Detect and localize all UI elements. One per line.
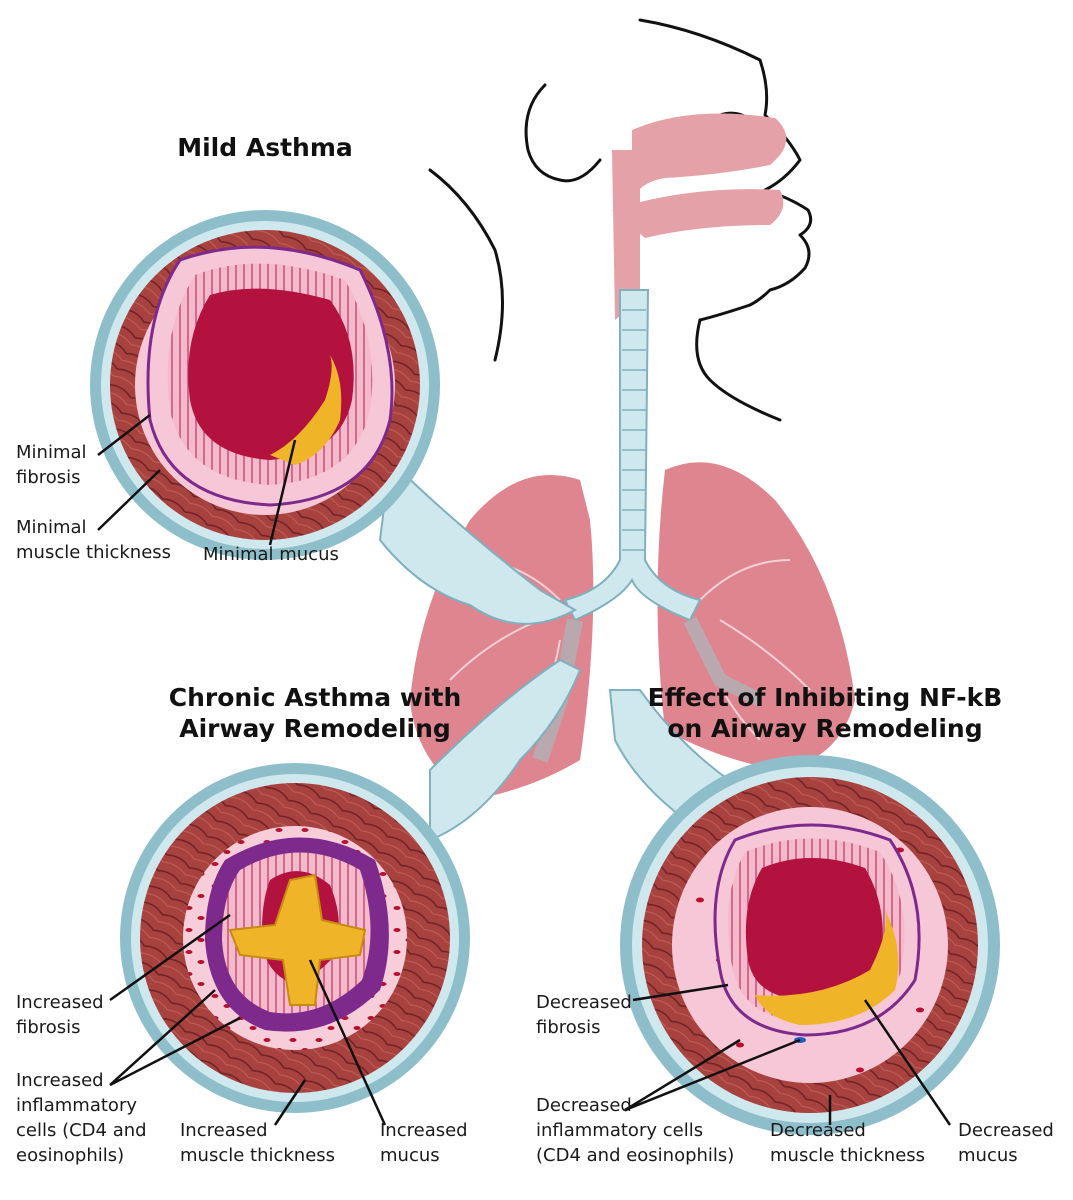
title-nfkb-effect: Effect of Inhibiting NF-kB on Airway Rem… (615, 682, 1035, 744)
label-decreased-fibrosis: Decreased fibrosis (536, 990, 632, 1040)
label-increased-mucus: Increased mucus (380, 1118, 468, 1168)
label-decreased-inflammatory-cells: Decreased inflammatory cells (CD4 and eo… (536, 1093, 734, 1168)
label-increased-inflammatory-cells: Increased inflammatory cells (CD4 and eo… (16, 1068, 147, 1168)
title-mild-asthma: Mild Asthma (160, 132, 370, 163)
label-decreased-muscle-thickness: Decreased muscle thickness (770, 1118, 925, 1168)
label-minimal-mucus: Minimal mucus (203, 542, 339, 567)
label-increased-fibrosis: Increased fibrosis (16, 990, 104, 1040)
label-increased-muscle-thickness: Increased muscle thickness (180, 1118, 335, 1168)
title-chronic-asthma: Chronic Asthma with Airway Remodeling (150, 682, 480, 744)
mild-airway-section (90, 210, 440, 560)
label-minimal-fibrosis: Minimal fibrosis (16, 440, 87, 490)
label-decreased-mucus: Decreased mucus (958, 1118, 1054, 1168)
chronic-airway-section (120, 763, 470, 1113)
label-minimal-muscle-thickness: Minimal muscle thickness (16, 515, 171, 565)
